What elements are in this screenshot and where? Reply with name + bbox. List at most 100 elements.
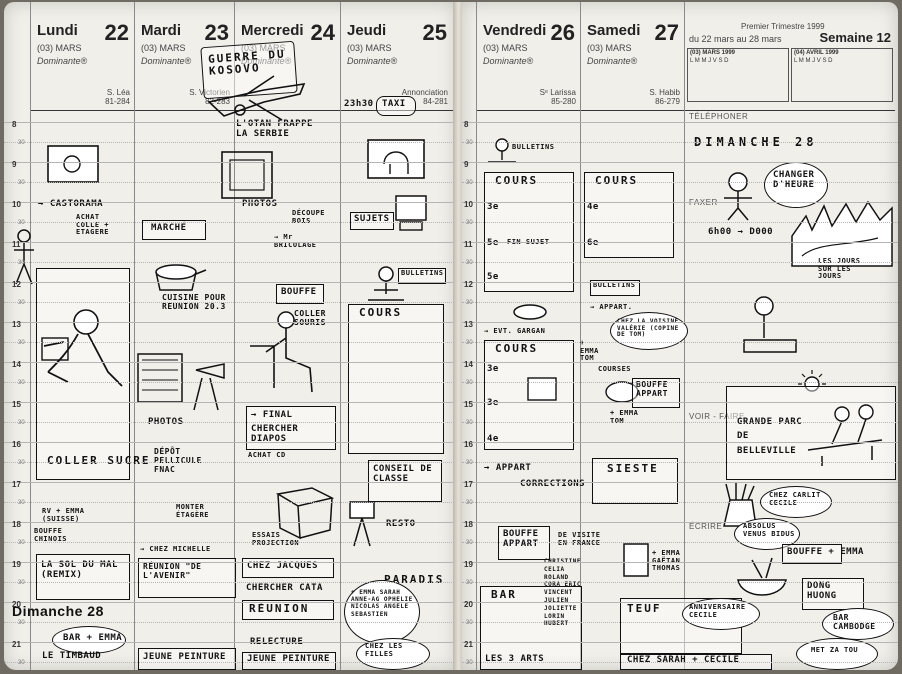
day-number: 23	[204, 20, 229, 45]
note-text: BOUFFE	[281, 287, 317, 297]
note-text: COURS	[359, 306, 403, 319]
note-chez-voisine: CHEZ LA VOISINE VALÉRIE (COPINE DE TOM)	[610, 312, 688, 350]
note-text: ABSOLUS VENUS BIDUS	[743, 522, 795, 538]
note-text: CHEZ JACQUES	[247, 561, 319, 571]
half-hour-line	[4, 622, 456, 623]
hours-column-right	[462, 2, 476, 670]
hour-line	[4, 322, 456, 323]
note-de-visite: DE VISITE EN FRANCE	[558, 531, 601, 547]
day-month: (03) MARS	[241, 43, 286, 53]
half-hour-label: 30	[466, 380, 473, 386]
note-text: TEUF	[627, 602, 662, 615]
note-emma-list: + EMMA SARAH ANNE-AG OPHELIE NICOLAS ANG…	[344, 580, 420, 644]
half-hour-label: 30	[18, 460, 25, 466]
note-cuisine: CUISINE POUR REUNION 20.3	[162, 293, 226, 311]
hour-line	[4, 242, 456, 243]
note-text: BAR	[491, 588, 517, 601]
half-hour-label: 30	[18, 380, 25, 386]
day-dominante: Dominante®	[141, 56, 192, 66]
hour-line	[462, 602, 898, 603]
note-text: SIESTE	[607, 462, 659, 475]
note-otan: L'OTAN FRAPPE LA SERBIE	[236, 119, 313, 139]
note-text: CHEZ SARAH + CECILE	[627, 655, 740, 665]
note-sieste: SIESTE	[592, 458, 678, 504]
note-text: BAR + EMMA	[63, 633, 123, 643]
hour-line	[462, 242, 898, 243]
note-text: BULLETINS	[593, 281, 636, 289]
hour-label: 9	[12, 160, 17, 169]
half-hour-label: 30	[18, 500, 25, 506]
hour-label: 14	[464, 360, 473, 369]
day-dominante: Dominante®	[241, 56, 292, 66]
day-name: Mardi	[141, 22, 182, 39]
note-reunion-avenir: RÉUNION "DE L'AVENIR"	[138, 558, 236, 598]
day-dominante: Dominante®	[587, 56, 638, 66]
note-time-taxi: 23h30	[344, 99, 374, 109]
note-dimanche: Dimanche 28	[12, 603, 104, 619]
day-name: Mercredi	[241, 22, 304, 39]
half-hour-label: 30	[466, 620, 473, 626]
half-hour-line	[4, 182, 456, 183]
half-hour-line	[4, 422, 456, 423]
note-monter: MONTER ÉTAGÈRE	[176, 503, 210, 519]
hour-label: 21	[12, 640, 21, 649]
hour-label: 13	[464, 320, 473, 329]
note-text: BOUFFE APPART	[636, 380, 668, 398]
day-dominante: Dominante®	[347, 56, 398, 66]
hour-line	[462, 642, 898, 643]
half-hour-line	[4, 382, 456, 383]
note-text: RÉUNION	[249, 602, 310, 615]
hour-line	[4, 522, 456, 523]
hour-label: 12	[464, 280, 473, 289]
dish-doodle	[513, 304, 547, 320]
note-text: COURS	[495, 342, 539, 355]
note-text: CONSEIL DE CLASSE	[373, 464, 433, 484]
day-number: 26	[550, 20, 575, 45]
hour-line	[462, 282, 898, 283]
person-sitting-doodle	[250, 311, 313, 393]
mini-cal-title: (04) AVRIL 1999	[794, 50, 839, 56]
note-text: 3e	[487, 202, 499, 212]
half-hour-label: 30	[466, 580, 473, 586]
half-hour-line	[462, 342, 898, 343]
half-hour-label: 30	[18, 620, 25, 626]
note-bouffe: BOUFFE	[276, 284, 324, 304]
hour-line	[462, 442, 898, 443]
note-jeune-peinture: JEUNE PEINTURE	[138, 648, 236, 670]
note-christine-list: CHRISTINE CELIA ROLAND CORA ERIC VINCENT…	[544, 558, 582, 628]
note-text: JEUNE PEINTURE	[143, 652, 226, 662]
note-text: 3e	[487, 364, 499, 374]
half-hour-label: 30	[466, 500, 473, 506]
fries-doodle	[723, 482, 757, 527]
note-text: 4e	[587, 202, 599, 212]
note-anniversaire: ANNIVERSAIRE CECILE	[682, 598, 760, 630]
half-hour-label: 30	[18, 660, 25, 666]
note-text: CHEZ LES FILLES	[365, 642, 403, 658]
half-hour-line	[4, 342, 456, 343]
note-text: CHANGER D'HEURE	[773, 170, 815, 190]
note-bouffe-chinois: BOUFFE CHINOIS	[34, 527, 68, 543]
hour-line	[4, 442, 456, 443]
projector-doodle	[349, 501, 375, 547]
note-mini-notes: MET ZA TOU	[796, 638, 878, 670]
note-text: LES 3 ARTS	[485, 654, 545, 664]
half-hour-label: 30	[18, 220, 25, 226]
day-column-jeudi: Jeudi 25 (03) MARS Dominante® Annonciati…	[340, 2, 456, 670]
hour-line	[4, 282, 456, 283]
note-timbaud: LE TIMBAUD	[42, 651, 102, 661]
hour-line	[462, 482, 898, 483]
note-text: COURS	[495, 174, 539, 187]
worker-doodle	[41, 309, 123, 387]
day-month: (03) MARS	[37, 43, 82, 53]
half-hour-label: 30	[466, 220, 473, 226]
label-telephoner: TÉLÉPHONER	[689, 112, 749, 121]
note-bricolage: → Mr BRICOLAGE	[274, 233, 317, 249]
half-hour-label: 30	[466, 260, 473, 266]
day-name: Jeudi	[347, 22, 387, 39]
day-header-jeudi: Jeudi 25 (03) MARS Dominante® Annonciati…	[341, 18, 453, 111]
film-camera-doodle	[137, 353, 225, 411]
note-rv-emma: RV + EMMA (SUISSE)	[42, 507, 85, 523]
